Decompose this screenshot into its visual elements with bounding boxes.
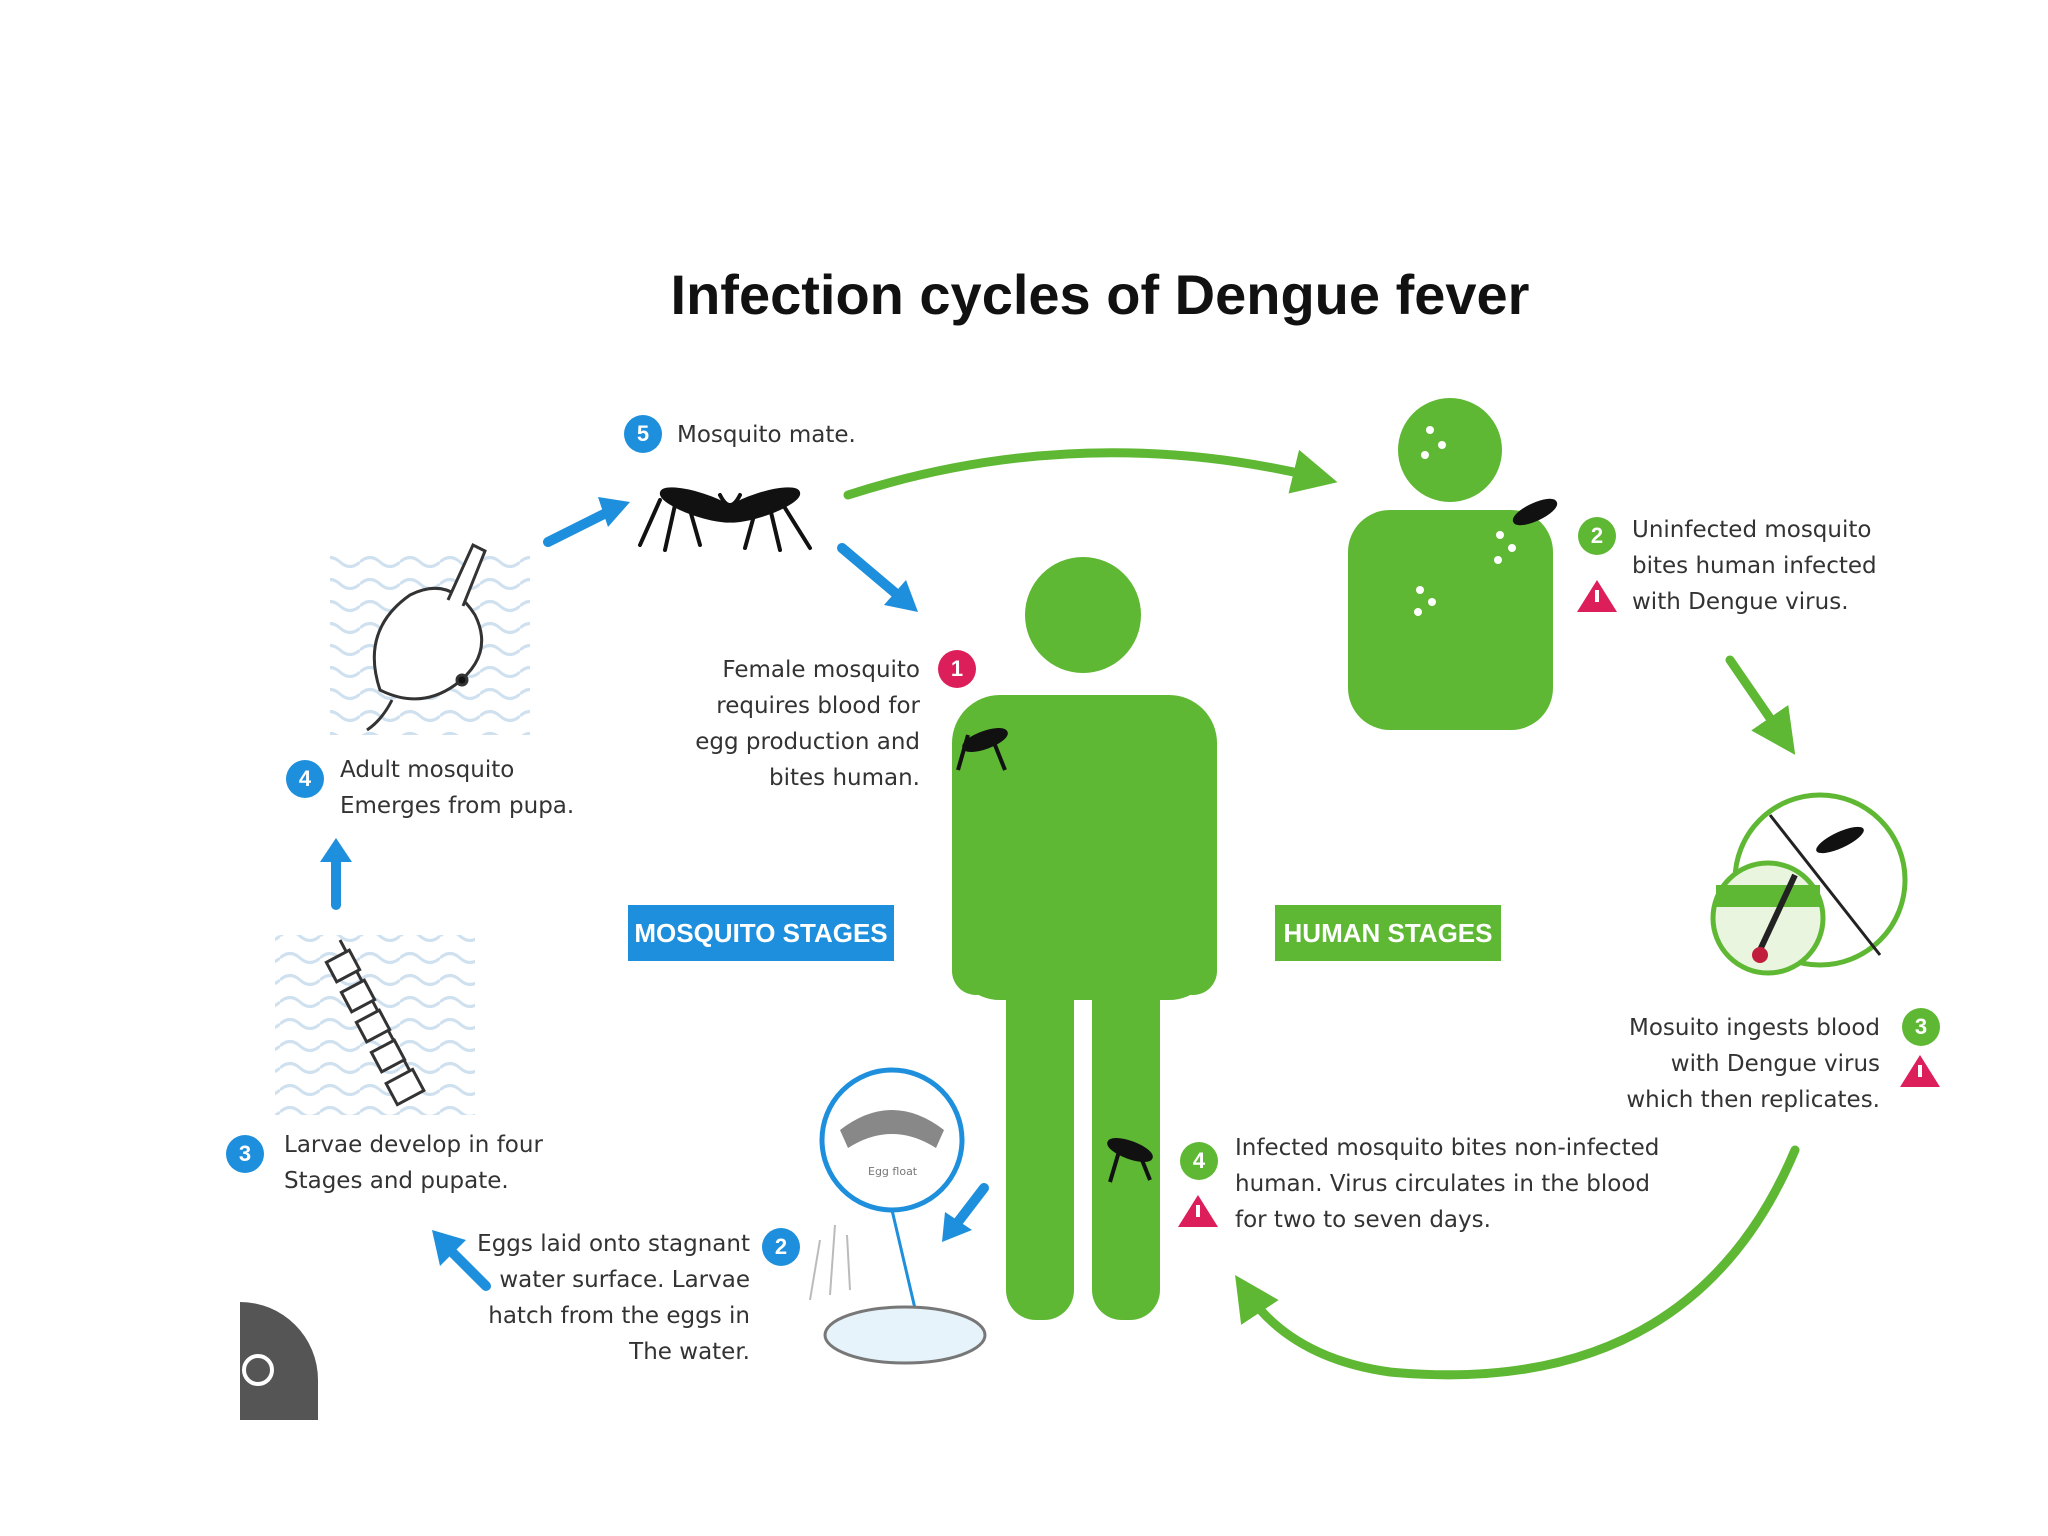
step-badge-m4: 4	[286, 760, 324, 798]
arrow-head	[432, 1230, 466, 1266]
mating-mosquitoes-icon	[638, 487, 812, 552]
diagram-title: Infection cycles of Dengue fever	[670, 263, 1530, 326]
arrow-head	[884, 580, 918, 612]
step-badge-m3: 3	[226, 1135, 264, 1173]
mosquito-cycle-arrows	[320, 497, 989, 1291]
warning-icon	[1900, 1055, 1940, 1087]
human-cycle-arrows	[843, 448, 1800, 1380]
mosquito-icon	[1512, 498, 1558, 526]
step-badge-m2: 2	[762, 1228, 800, 1266]
human-figure	[952, 557, 1217, 1320]
arrow-eggs-to-larva	[445, 1245, 491, 1291]
egg-dish-icon	[809, 1067, 987, 1365]
arrow-head	[942, 1212, 972, 1242]
step-badge-h1: 1	[938, 650, 976, 688]
step-text-h2: Uninfected mosquito bites human infected…	[1632, 517, 1877, 615]
step-badge-h2: 2	[1578, 517, 1616, 555]
arrow-head	[320, 838, 352, 862]
larva-icon	[324, 939, 426, 1107]
step-text-m5: Mosquito mate.	[677, 422, 856, 448]
virus-dots	[1414, 426, 1516, 616]
step-badge-h3: 3	[1902, 1008, 1940, 1046]
human-stages-label: HUMAN STAGES	[1275, 905, 1501, 961]
step-text-h1: Female mosquito requires blood for egg p…	[695, 657, 920, 791]
warning-icon	[1178, 1195, 1218, 1227]
magnify-circle-icon	[1710, 792, 1908, 976]
arrow-step3-to-step4	[1235, 1145, 1800, 1380]
warning-icon	[1577, 580, 1617, 612]
step-text-h4: Infected mosquito bites non-infected hum…	[1235, 1135, 1660, 1233]
step-text-m4: Adult mosquito Emerges from pupa.	[340, 757, 575, 819]
infected-human-figure	[1348, 398, 1553, 730]
mosquito-icon	[956, 728, 1153, 1183]
arrow-head	[598, 497, 630, 527]
arrow-mate-to-infected-human	[843, 448, 1338, 500]
egg-float-label: Egg float	[868, 1165, 918, 1178]
pupa-icon	[366, 542, 487, 732]
step-badge-h4: 4	[1180, 1142, 1218, 1180]
arrow-mate-to-human	[837, 543, 905, 602]
step-badge-m5: 5	[624, 415, 662, 453]
step-text-m3: Larvae develop in four Stages and pupate…	[284, 1132, 543, 1194]
mosquito-stages-label: MOSQUITO STAGES	[628, 905, 894, 961]
arrow-human-to-eggs	[953, 1183, 989, 1227]
camera-lens-icon[interactable]	[240, 1302, 318, 1420]
arrow-pupa-to-mate	[543, 507, 613, 547]
arrow-step2-to-step3	[1725, 655, 1796, 755]
step-text-h3: Mosuito ingests blood with Dengue virus …	[1626, 1015, 1880, 1113]
step-text-m2: Eggs laid onto stagnant water surface. L…	[477, 1231, 750, 1365]
